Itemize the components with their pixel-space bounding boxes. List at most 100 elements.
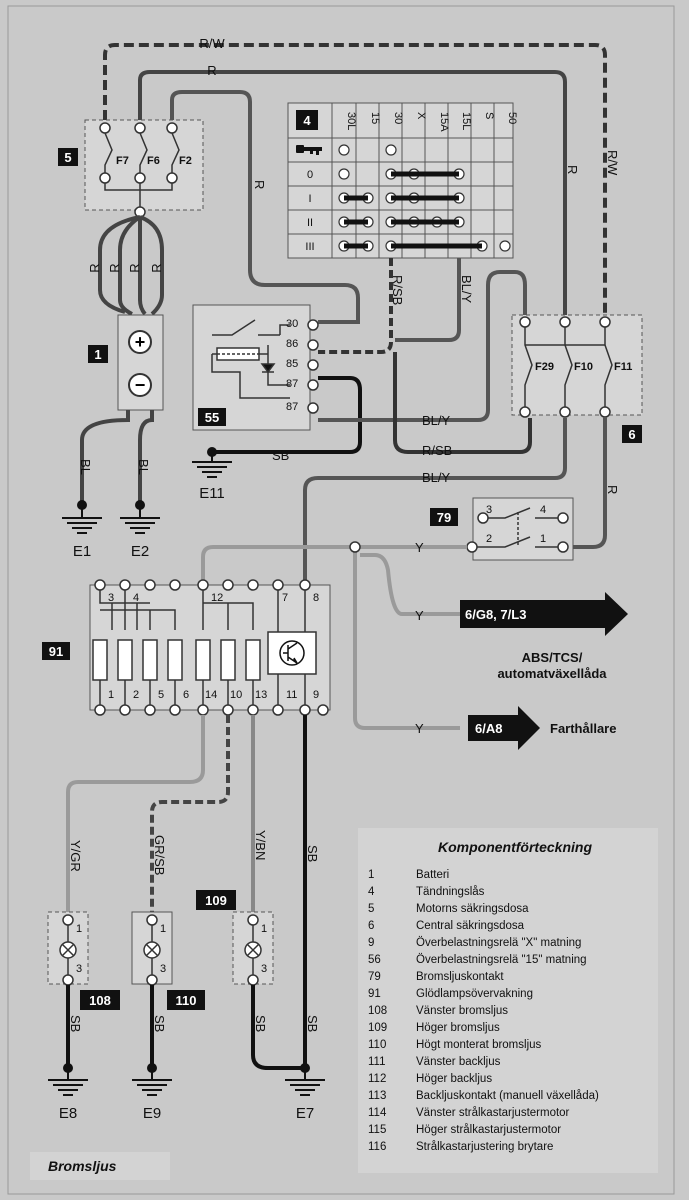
legend-num: 5 xyxy=(368,903,374,915)
module-bottom-pin-0: 1 xyxy=(108,689,114,701)
battery-plus: + xyxy=(135,332,146,352)
wire-label-y-2: Y xyxy=(415,608,424,623)
module-bottom-pin-4: 14 xyxy=(205,689,217,701)
wire-label-bly-lower: BL/Y xyxy=(422,470,451,485)
ignition-col-2: 30 xyxy=(392,112,404,124)
wire-label-r-2: R xyxy=(107,263,122,272)
fuse-f10: F10 xyxy=(574,361,593,373)
lamp-pin-0-0: 1 xyxy=(76,923,82,935)
ground-e9 xyxy=(132,1063,172,1096)
legend-num: 91 xyxy=(368,988,381,1000)
lamp-110: 110 xyxy=(131,911,205,1010)
dest-farth-ref: 6/A8 xyxy=(475,721,502,736)
legend-text: Bromsljuskontakt xyxy=(416,971,504,983)
dest-abs-line2: automatväxellåda xyxy=(497,666,607,681)
legend-text: Vänster backljus xyxy=(416,1056,501,1068)
wire-label-r-1: R xyxy=(87,263,102,272)
ignition-row-1: I xyxy=(308,193,311,205)
ground-label-e9: E9 xyxy=(143,1105,161,1122)
legend-num: 111 xyxy=(368,1056,385,1068)
ground-e11 xyxy=(192,447,232,478)
legend-text: Överbelastningsrelä "X" matning xyxy=(416,937,581,949)
ignition-col-0: 30L xyxy=(345,112,357,130)
relay-pin-1: 86 xyxy=(286,338,298,350)
legend-text: Central säkringsdosa xyxy=(416,920,525,932)
legend-text: Höger backljus xyxy=(416,1073,492,1085)
legend-text: Glödlampsövervakning xyxy=(416,988,533,1000)
wire-ygr xyxy=(66,715,205,915)
legend-num: 115 xyxy=(368,1124,386,1136)
wire-label-bly-ign: BL/Y xyxy=(459,275,474,304)
wire-label-y-3: Y xyxy=(415,721,424,736)
dest-abs-ref: 6/G8, 7/L3 xyxy=(465,607,526,622)
wire-label-r-f2: R xyxy=(252,180,267,189)
relay-pin-4: 87 xyxy=(286,401,298,413)
wires-bl-ground xyxy=(80,410,154,505)
ignition-col-3: X xyxy=(415,112,427,120)
module-bottom-pin-5: 10 xyxy=(230,689,242,701)
wires-r-battery xyxy=(98,215,164,316)
module-bottom-pin-3: 6 xyxy=(183,689,189,701)
ground-e2 xyxy=(120,500,160,534)
component-tag-5: 5 xyxy=(64,150,71,165)
module-bottom-pin-7: 11 xyxy=(286,689,297,701)
wire-label-rw-top: R/W xyxy=(199,36,225,51)
legend-num: 116 xyxy=(368,1141,386,1153)
wire-label-r-top: R xyxy=(207,63,216,78)
legend-num: 1 xyxy=(368,869,374,881)
wire-label-rw-right: R/W xyxy=(605,150,620,176)
key-icon xyxy=(296,145,322,155)
legend-text: Strålkastarjustering brytare xyxy=(416,1141,553,1153)
switch-pin-2: 2 xyxy=(486,533,492,545)
relay-pin-2: 85 xyxy=(286,358,298,370)
legend-text: Tändningslås xyxy=(416,886,485,898)
component-tag-79: 79 xyxy=(437,510,451,525)
wire-r-f11-switch xyxy=(563,417,607,549)
legend-title: Komponentförteckning xyxy=(438,839,592,855)
ground-e1 xyxy=(62,500,102,534)
legend-text: Högt monterat bromsljus xyxy=(416,1039,542,1051)
ignition-col-7: 50 xyxy=(506,112,518,124)
fuse-f11: F11 xyxy=(614,361,632,373)
legend-text: Vänster strålkastarjustermotor xyxy=(416,1107,570,1119)
wire-label-sb-110: SB xyxy=(152,1015,167,1032)
battery-1: + − 1 xyxy=(88,314,164,411)
lamp-pin-2-1: 3 xyxy=(261,963,267,975)
fuse-f7: F7 xyxy=(116,155,129,167)
component-tag-1: 1 xyxy=(94,347,101,362)
ignition-col-4: 15A xyxy=(438,112,450,132)
legend-text: Batteri xyxy=(416,869,449,881)
caption: Bromsljus xyxy=(48,1158,117,1174)
wire-grsb xyxy=(150,715,230,915)
component-tag-4: 4 xyxy=(303,113,311,128)
wire-label-sb-e7: SB xyxy=(305,1015,320,1032)
ignition-col-6: S xyxy=(483,112,495,119)
module-bottom-pin-8: 9 xyxy=(313,689,319,701)
wire-r-top xyxy=(138,70,567,320)
component-tag-109: 109 xyxy=(205,893,227,908)
component-tag-110: 110 xyxy=(176,993,197,1008)
component-tag-6: 6 xyxy=(628,427,635,442)
module-top-pin-4: 8 xyxy=(313,592,319,604)
wire-rsb-fuse xyxy=(393,352,532,454)
wires-sb-lamps xyxy=(66,985,305,1070)
legend-text: Motorns säkringsdosa xyxy=(416,903,529,915)
relay-pin-0: 30 xyxy=(286,318,298,330)
module-top-pin-1: 4 xyxy=(133,592,139,604)
legend-num: 113 xyxy=(368,1090,386,1102)
component-tag-91: 91 xyxy=(49,644,63,659)
wire-label-bl-1: BL xyxy=(78,459,93,475)
wire-label-bl-2: BL xyxy=(136,459,151,475)
battery-minus: − xyxy=(135,375,146,395)
wire-label-r-3: R xyxy=(127,263,142,272)
dest-abs-line1: ABS/TCS/ xyxy=(522,650,583,665)
ignition-col-1: 15 xyxy=(369,112,381,124)
module-top-pin-2: 12 xyxy=(211,592,223,604)
relay-pin-3: 87 xyxy=(286,378,298,390)
transistor-icon xyxy=(279,640,305,666)
legend-num: 110 xyxy=(368,1039,386,1051)
switch-pin-3: 1 xyxy=(540,533,546,545)
